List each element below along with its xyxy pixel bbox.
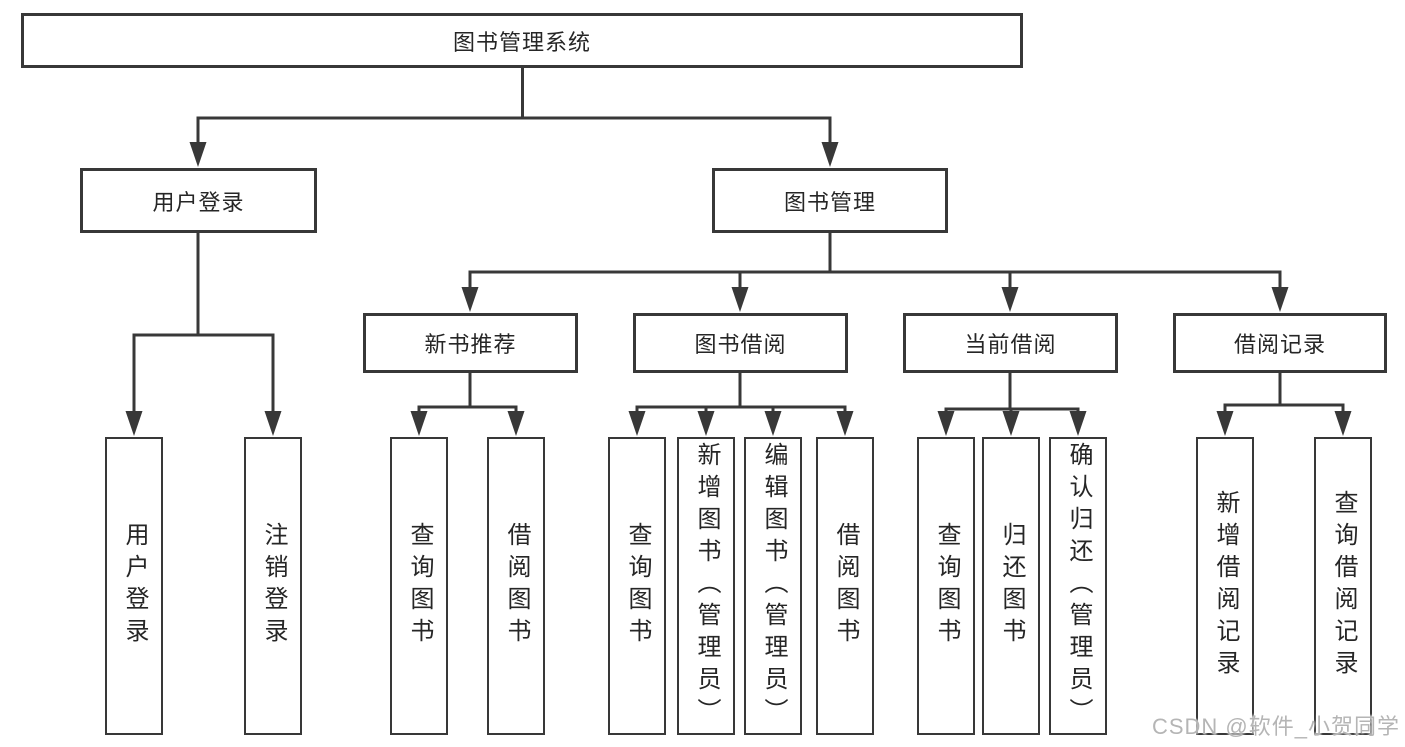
connector-user-login xyxy=(125,233,282,436)
node-current-borrowing: 当前借阅 xyxy=(903,313,1118,373)
node-label: 注销登录 xyxy=(260,522,287,650)
arrow-down-icon xyxy=(264,411,282,436)
node-label: 查询图书 xyxy=(933,522,960,650)
node-label: 查询借阅记录 xyxy=(1330,490,1357,682)
arrow-down-icon xyxy=(628,411,646,436)
node-label: 图书管理 xyxy=(783,189,876,215)
node-book-management: 图书管理 xyxy=(712,168,948,233)
arrow-down-icon xyxy=(1216,411,1234,436)
node-leaf-add-book-admin: 新增图书（管理员） xyxy=(677,437,735,735)
connector-borrow-records xyxy=(1216,373,1352,436)
node-new-book-recommend: 新书推荐 xyxy=(363,313,578,373)
node-label: 查询图书 xyxy=(624,522,651,650)
node-label: 借阅图书 xyxy=(832,522,859,650)
arrow-down-icon xyxy=(410,411,428,436)
node-leaf-return-book: 归还图书 xyxy=(982,437,1040,735)
node-leaf-query-books-2: 查询图书 xyxy=(608,437,666,735)
arrow-down-icon xyxy=(697,411,715,436)
arrow-down-icon xyxy=(189,142,207,167)
watermark: CSDN @软件_小贺同学 xyxy=(1151,714,1400,739)
node-label: 图书借阅 xyxy=(694,332,787,357)
connector-new-book xyxy=(410,373,525,436)
arrow-down-icon xyxy=(1001,287,1019,312)
node-label: 新增图书（管理员） xyxy=(693,442,720,730)
node-label: 编辑图书（管理员） xyxy=(760,442,787,730)
node-leaf-logout: 注销登录 xyxy=(244,437,302,735)
connector-book-mgmt xyxy=(461,233,1289,312)
node-label: 归还图书 xyxy=(998,522,1025,650)
node-leaf-query-borrow-record: 查询借阅记录 xyxy=(1314,437,1372,735)
node-leaf-borrow-books-1: 借阅图书 xyxy=(487,437,545,735)
node-label: 确认归还（管理员） xyxy=(1065,442,1092,730)
connector-book-borrow xyxy=(628,373,854,436)
node-leaf-query-books-1: 查询图书 xyxy=(390,437,448,735)
node-book-borrowing: 图书借阅 xyxy=(633,313,848,373)
connector-root xyxy=(189,66,839,167)
node-leaf-add-borrow-record: 新增借阅记录 xyxy=(1196,437,1254,735)
arrow-down-icon xyxy=(1002,411,1020,436)
arrow-down-icon xyxy=(731,287,749,312)
node-label: 借阅记录 xyxy=(1233,332,1326,357)
node-label: 当前借阅 xyxy=(964,332,1057,357)
node-label: 用户登录 xyxy=(121,522,148,650)
arrow-down-icon xyxy=(937,411,955,436)
node-borrowing-records: 借阅记录 xyxy=(1173,313,1387,373)
arrow-down-icon xyxy=(507,411,525,436)
node-label: 用户登录 xyxy=(152,189,245,215)
arrow-down-icon xyxy=(1334,411,1352,436)
node-label: 图书管理系统 xyxy=(452,29,591,55)
node-leaf-query-books-3: 查询图书 xyxy=(917,437,975,735)
arrow-down-icon xyxy=(836,411,854,436)
node-leaf-edit-book-admin: 编辑图书（管理员） xyxy=(744,437,802,735)
node-system-root: 图书管理系统 xyxy=(21,13,1023,68)
node-leaf-borrow-books-2: 借阅图书 xyxy=(816,437,874,735)
arrow-down-icon xyxy=(125,411,143,436)
node-label: 查询图书 xyxy=(406,522,433,650)
node-label: 借阅图书 xyxy=(503,522,530,650)
node-label: 新增借阅记录 xyxy=(1212,490,1239,682)
node-label: 新书推荐 xyxy=(424,332,517,357)
node-user-login: 用户登录 xyxy=(80,168,317,233)
arrow-down-icon xyxy=(821,142,839,167)
arrow-down-icon xyxy=(1271,287,1289,312)
node-leaf-confirm-return-admin: 确认归还（管理员） xyxy=(1049,437,1107,735)
arrow-down-icon xyxy=(461,287,479,312)
connector-current-borrow xyxy=(937,373,1087,436)
node-leaf-user-login: 用户登录 xyxy=(105,437,163,735)
arrow-down-icon xyxy=(1069,411,1087,436)
arrow-down-icon xyxy=(764,411,782,436)
